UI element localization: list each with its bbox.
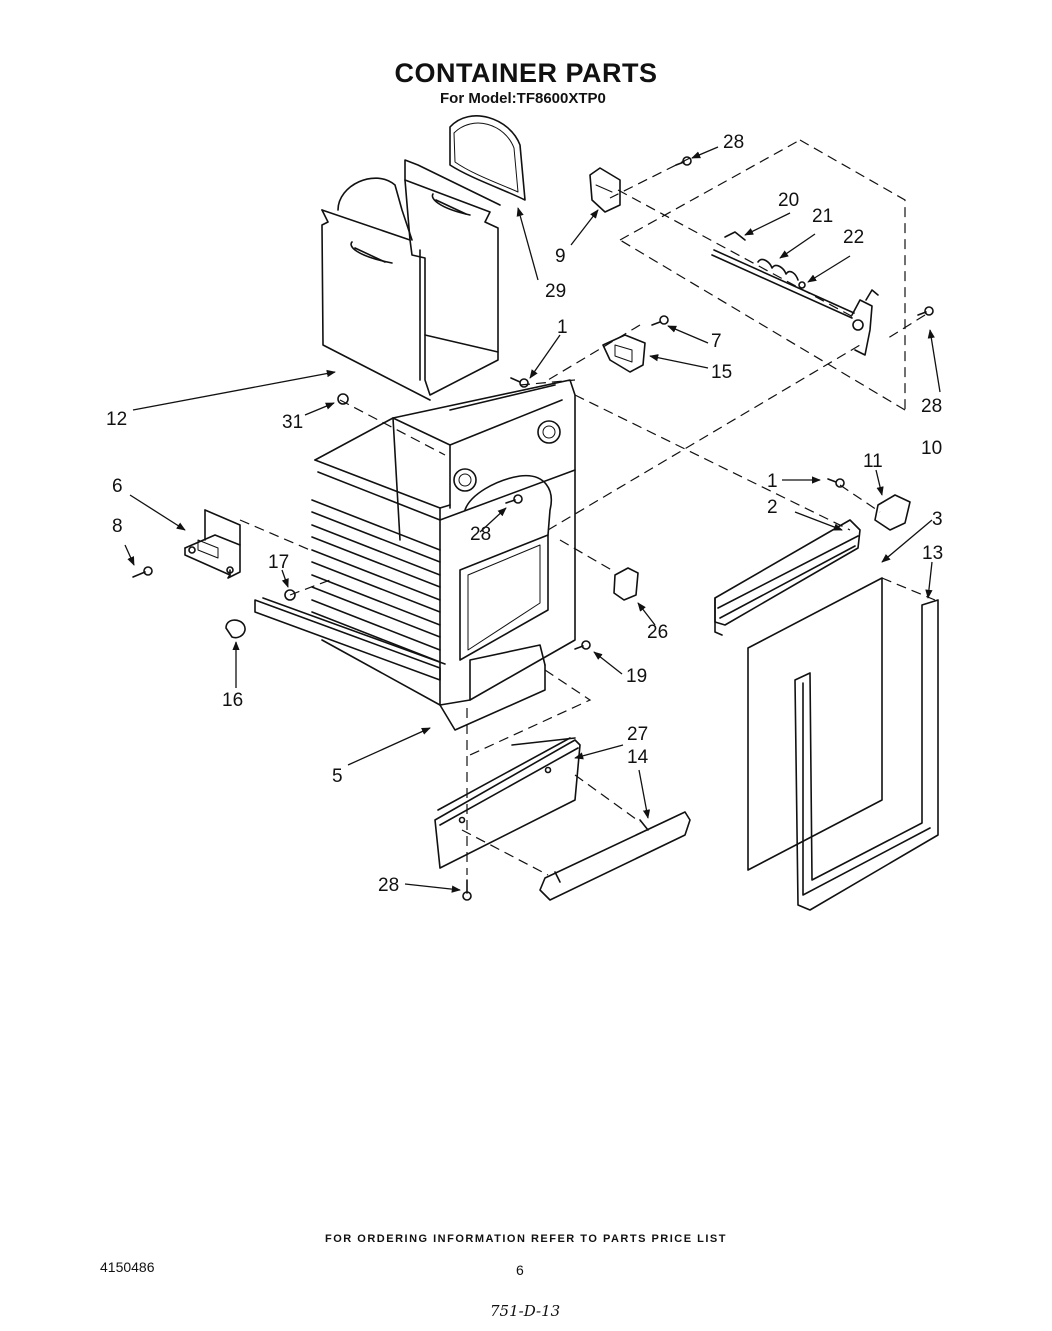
- ordering-note: FOR ORDERING INFORMATION REFER TO PARTS …: [325, 1233, 727, 1245]
- callout-16: 16: [222, 690, 243, 711]
- callout-7: 7: [711, 331, 722, 352]
- callout-15: 15: [711, 362, 732, 383]
- front-trim-drawing: [434, 737, 691, 901]
- door-frame-drawing: [794, 599, 939, 911]
- callout-9: 9: [555, 246, 566, 267]
- callout-20: 20: [778, 190, 799, 211]
- channel-drawing: [714, 519, 861, 636]
- callout-11: 11: [863, 451, 883, 472]
- callout-12: 12: [106, 409, 127, 430]
- bucket-liner-drawing: [321, 159, 501, 401]
- callout-27: 27: [627, 724, 648, 745]
- callout-26: 26: [647, 622, 668, 643]
- callout-28-bottom: 28: [378, 875, 399, 896]
- document-number: 4150486: [100, 1259, 155, 1275]
- callout-28-top: 28: [723, 132, 744, 153]
- callout-22: 22: [843, 227, 864, 248]
- page-number: 6: [516, 1262, 524, 1278]
- callout-31: 31: [282, 412, 303, 433]
- callout-10: 10: [921, 438, 942, 459]
- housing-drawing: [311, 379, 576, 731]
- model-subtitle: For Model:TF8600XTP0: [440, 90, 606, 107]
- callout-14: 14: [627, 747, 649, 768]
- callout-13: 13: [922, 543, 943, 564]
- bottom-rail-drawing: [254, 599, 441, 681]
- part-callouts: 28 9 29 20 21 22 1 7 15 28 10 12 31 6 8 …: [106, 132, 943, 896]
- clip-drawing: [613, 567, 639, 601]
- callout-8: 8: [112, 516, 123, 537]
- door-panel-drawing: [747, 577, 883, 871]
- handwritten-code: 751-D-13: [490, 1302, 561, 1320]
- page-title: CONTAINER PARTS: [394, 58, 658, 88]
- callout-5: 5: [332, 766, 343, 787]
- callout-2: 2: [767, 497, 778, 518]
- callout-1-top: 1: [557, 317, 568, 338]
- fasteners-drawing: [132, 156, 934, 901]
- callout-17: 17: [268, 552, 289, 573]
- rod-assembly-drawing: [711, 231, 879, 356]
- callout-1-right: 1: [767, 471, 778, 492]
- gasket-drawing: [449, 115, 526, 201]
- callout-21: 21: [812, 206, 833, 227]
- callout-28-middle: 28: [470, 524, 491, 545]
- callout-3: 3: [932, 509, 943, 530]
- latch-drawing: [602, 334, 646, 373]
- callout-6: 6: [112, 476, 123, 497]
- hinge-bracket-drawing: [184, 509, 241, 579]
- callout-28-right: 28: [921, 396, 942, 417]
- callout-29: 29: [545, 281, 566, 302]
- bracket-9-drawing: [589, 167, 621, 213]
- hinge-block-drawing: [874, 494, 911, 531]
- callout-19: 19: [626, 666, 647, 687]
